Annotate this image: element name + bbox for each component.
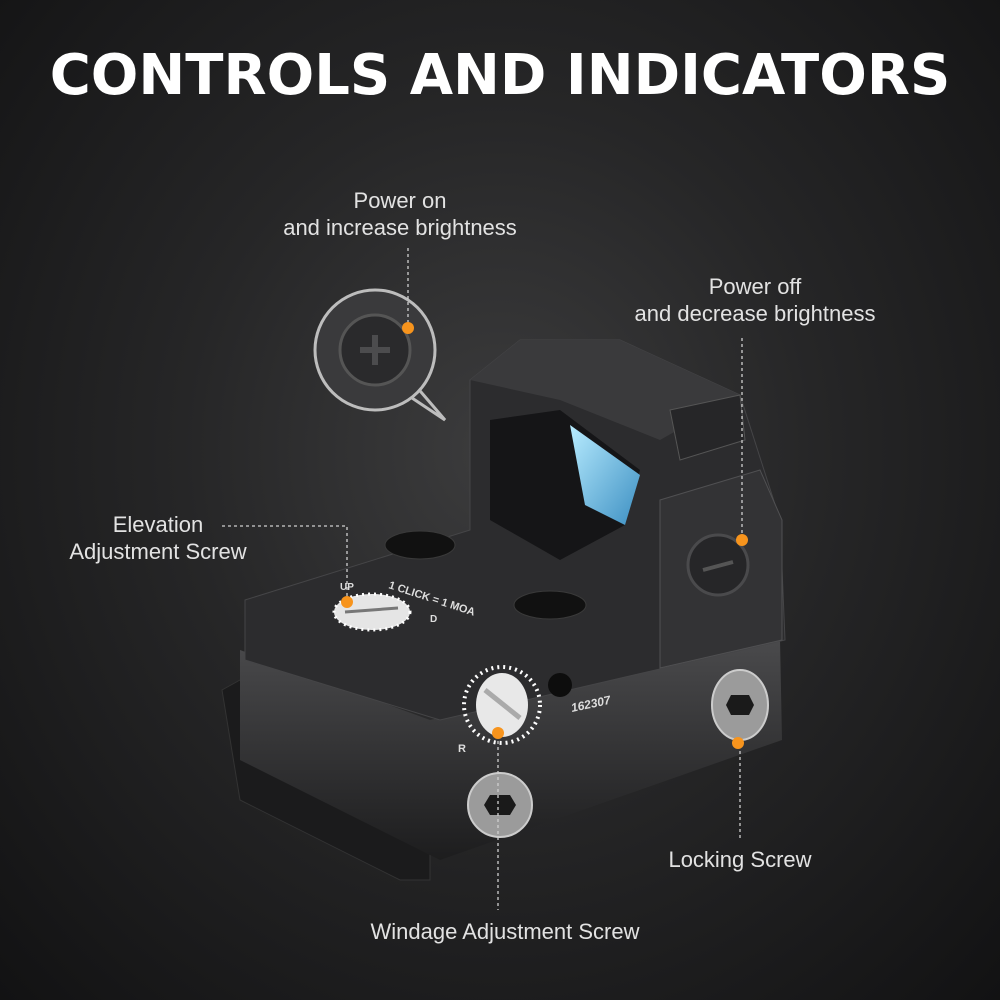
label-power-on: Power on and increase brightness	[250, 187, 550, 241]
label-windage: Windage Adjustment Screw	[370, 919, 640, 944]
hole	[548, 673, 572, 697]
grip-ridges	[669, 394, 746, 461]
hex-socket-icon	[484, 795, 516, 815]
marker-icon	[341, 596, 353, 608]
hex-socket-icon	[726, 695, 754, 715]
sight-base	[240, 640, 782, 860]
label-power-off: Power off and decrease brightness	[600, 273, 910, 327]
leader-lines	[222, 248, 743, 910]
lens	[570, 425, 640, 525]
label-elevation-line1: Elevation	[112, 512, 204, 537]
minus-icon	[702, 560, 734, 572]
top-screw	[384, 530, 456, 560]
label-power-off-line2: and decrease brightness	[634, 301, 876, 326]
power-on-callout	[313, 288, 447, 422]
label-power-on-line2: and increase brightness	[283, 215, 517, 240]
marker-icon	[736, 534, 748, 546]
windage-dial	[462, 665, 542, 745]
right-engraving: R	[458, 743, 466, 755]
plus-icon	[360, 335, 390, 365]
battery-cap	[513, 590, 587, 620]
lens-window	[490, 410, 640, 560]
marker-icon	[492, 727, 504, 739]
marker-icon	[732, 737, 744, 749]
marker-dots	[341, 322, 748, 749]
label-power-on-line1: Power on	[353, 188, 447, 213]
page-title: CONTROLS AND INDICATORS	[49, 43, 951, 108]
label-elevation-line2: Adjustment Screw	[69, 539, 247, 564]
elevation-dial	[332, 592, 412, 632]
label-elevation: Elevation Adjustment Screw	[40, 511, 276, 565]
label-power-off-line1: Power off	[708, 274, 802, 299]
down-engraving: D	[430, 614, 437, 625]
marker-icon	[402, 322, 414, 334]
label-locking-screw: Locking Screw	[668, 847, 812, 872]
